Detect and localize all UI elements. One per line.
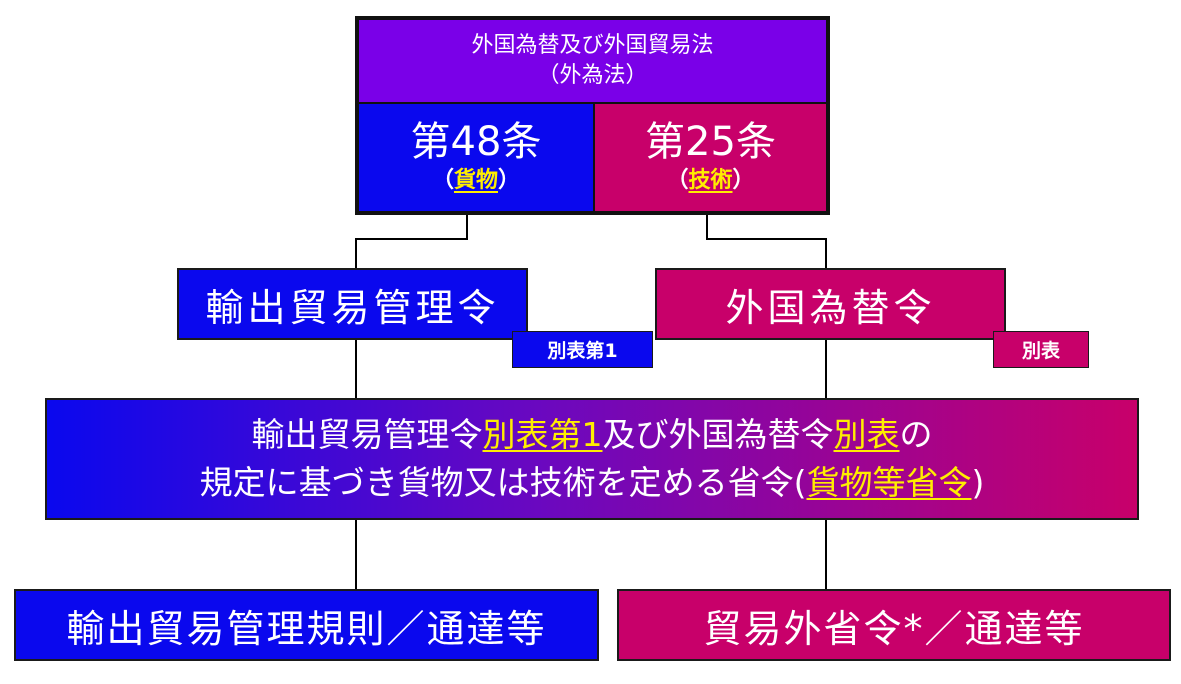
- law-block: 外国為替及び外国貿易法 （外為法） 第48条 （貨物） 第25条 （技術）: [355, 16, 830, 215]
- forex-order-appendix-tag: 別表: [993, 331, 1089, 368]
- connector-forex-to-ministerial: [825, 338, 827, 400]
- ordinance-line-1: 輸出貿易管理令別表第1及び外国為替令別表の: [251, 415, 933, 454]
- export-trade-control-order: 輸出貿易管理令: [177, 268, 528, 340]
- article-48-subtitle: （貨物）: [431, 167, 521, 193]
- connector-export-to-ministerial: [355, 338, 357, 400]
- article-48-box: 第48条 （貨物）: [359, 104, 593, 211]
- connector-goods-horizontal: [355, 238, 468, 240]
- invisible-trade-ordinance: 貿易外省令*／通達等: [617, 589, 1171, 661]
- connector-ministerial-to-export-rules: [355, 518, 357, 591]
- connector-goods-vertical: [466, 213, 468, 240]
- goods-ordinance-link[interactable]: 貨物等省令: [806, 463, 972, 502]
- article-25-title: 第25条: [645, 118, 776, 165]
- article-25-subtitle: （技術）: [666, 167, 755, 193]
- law-title-box: 外国為替及び外国貿易法 （外為法）: [359, 20, 826, 102]
- goods-technology-ordinance: 輸出貿易管理令別表第1及び外国為替令別表の 規定に基づき貨物又は技術を定める省令…: [45, 398, 1139, 520]
- export-appendix-link[interactable]: 別表第1: [482, 415, 603, 454]
- article-48-title: 第48条: [410, 118, 542, 165]
- export-trade-control-regulations: 輸出貿易管理規則／通達等: [14, 589, 599, 661]
- law-title: 外国為替及び外国貿易法: [471, 33, 714, 58]
- connector-tech-horizontal: [706, 238, 827, 240]
- connector-goods-down: [355, 238, 357, 270]
- goods-link[interactable]: 貨物: [453, 167, 498, 193]
- tech-link[interactable]: 技術: [688, 167, 733, 193]
- connector-tech-down: [825, 238, 827, 270]
- export-order-appendix-tag: 別表第1: [512, 331, 653, 368]
- connector-ministerial-to-trade-rules: [825, 518, 827, 591]
- foreign-exchange-order: 外国為替令: [655, 268, 1006, 340]
- forex-appendix-link[interactable]: 別表: [833, 415, 900, 454]
- law-abbrev: （外為法）: [537, 63, 648, 88]
- connector-tech-vertical: [706, 213, 708, 240]
- article-25-box: 第25条 （技術）: [595, 104, 826, 211]
- ordinance-line-2: 規定に基づき貨物又は技術を定める省令(貨物等省令): [199, 463, 985, 502]
